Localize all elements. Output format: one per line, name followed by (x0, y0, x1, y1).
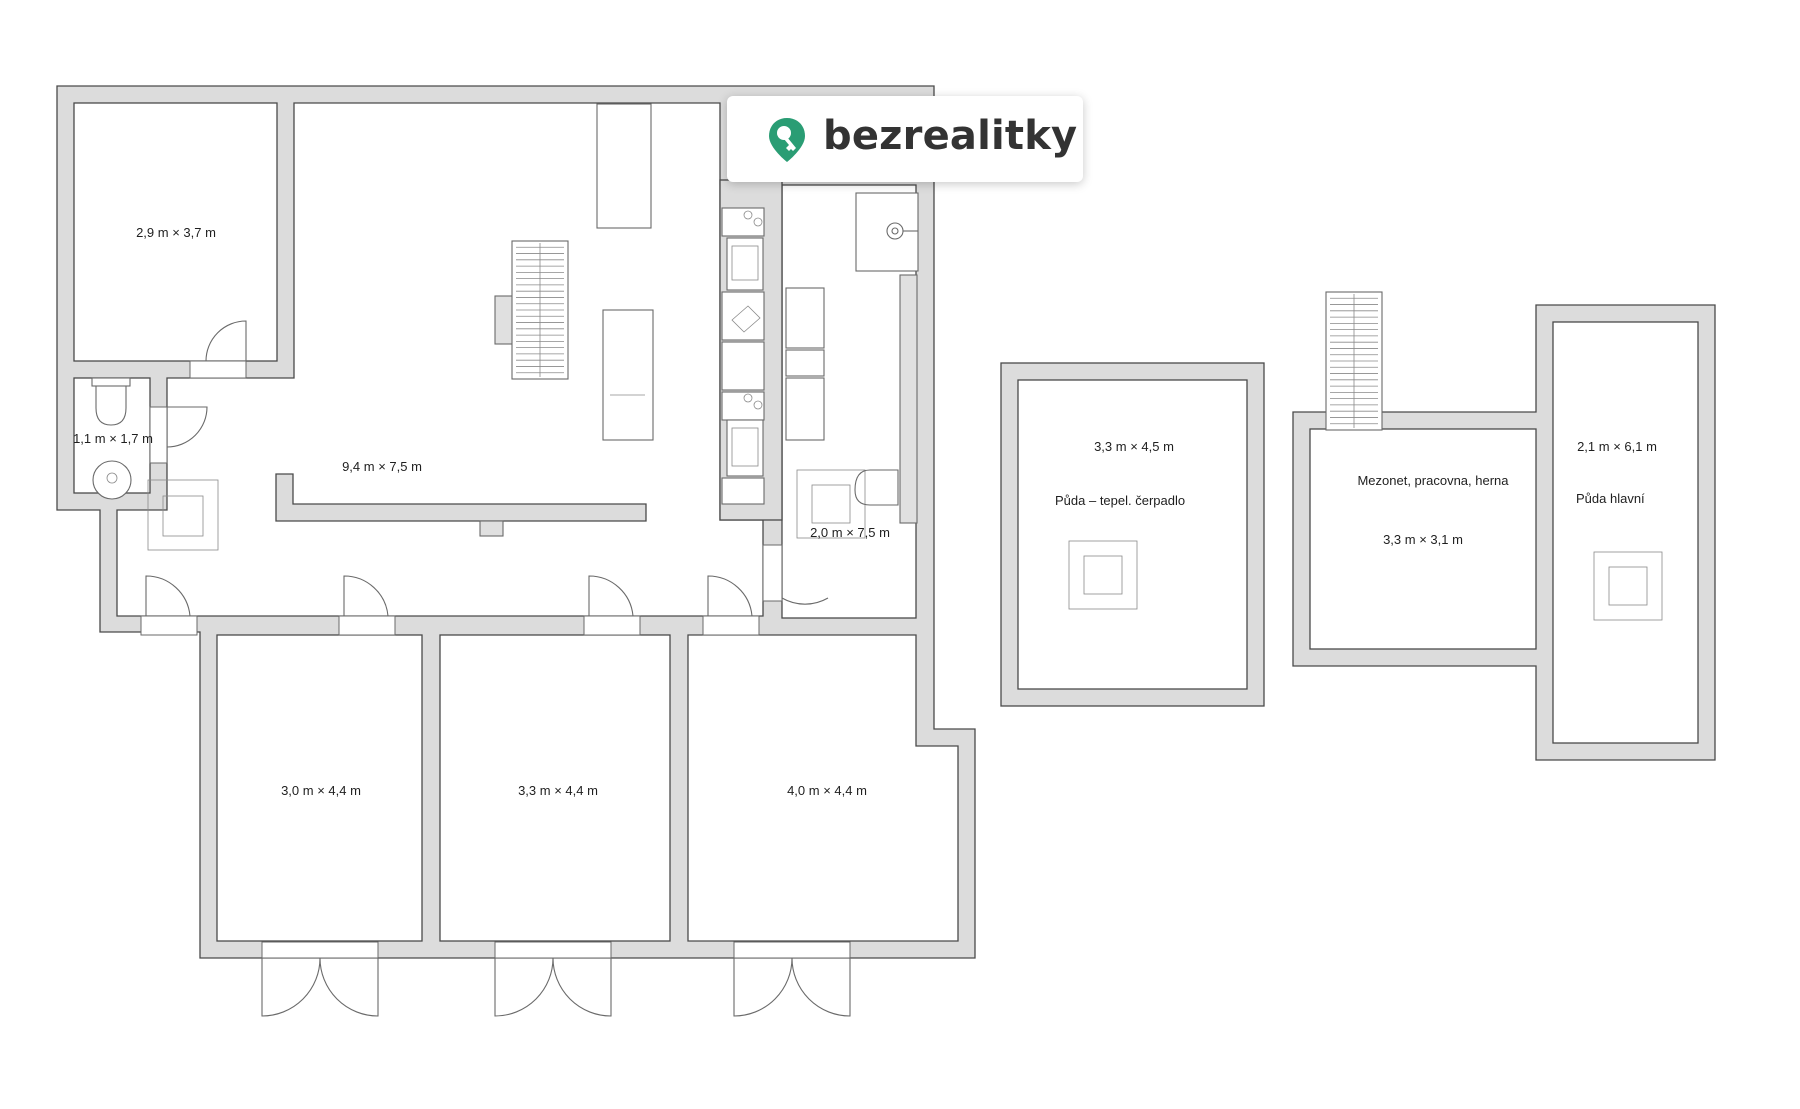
wc-basin (92, 460, 132, 500)
room-bedroom-3 (687, 634, 959, 942)
sink-2 (726, 419, 764, 477)
label-living-kitchen: 9,4 m × 7,5 m (342, 459, 422, 474)
hall-basin (854, 469, 899, 506)
door-room-top-left (189, 320, 247, 379)
dryer (785, 377, 825, 441)
label-mezzanine-size: 3,3 m × 3,1 m (1383, 532, 1463, 547)
label-bedroom-3: 4,0 m × 4,4 m (787, 783, 867, 798)
attic-main-box (1593, 551, 1663, 621)
fridge (602, 309, 654, 441)
label-attic-heatpump-size: 3,3 m × 4,5 m (1094, 439, 1174, 454)
door-wc (149, 406, 208, 464)
door-hall (762, 544, 829, 605)
cabinet-2 (721, 291, 765, 341)
label-attic-heatpump-name: Půda – tepel. čerpadlo (1055, 493, 1185, 508)
brand-logo-card: bezrealitky (727, 96, 1083, 182)
wc-toilet (95, 382, 127, 426)
room-attic-heatpump (1017, 379, 1248, 690)
map-pin-key-icon (769, 118, 805, 162)
door-bedroom-3-left (583, 575, 641, 636)
hob (721, 391, 765, 421)
room-bedroom-2 (439, 634, 671, 942)
hall-radiator (899, 274, 918, 524)
label-bedroom-1: 3,0 m × 4,4 m (281, 783, 361, 798)
label-attic-main-name: Půda hlavní (1576, 491, 1645, 506)
door-bedroom-3-right (702, 575, 760, 636)
washing-machine (785, 287, 825, 349)
cabinet-1 (721, 207, 765, 237)
sink-1 (726, 237, 764, 291)
counter-post (479, 520, 504, 537)
room-top-left (73, 102, 278, 362)
label-wc: 1,1 m × 1,7 m (73, 431, 153, 446)
room-attic-main (1552, 321, 1699, 744)
label-bedroom-2: 3,3 m × 4,4 m (518, 783, 598, 798)
living-floor-box (147, 479, 219, 551)
bar-counter (275, 473, 647, 522)
door-bedroom-2 (338, 575, 396, 636)
attic-heatpump-box (1068, 540, 1138, 610)
brand-logo-text: bezrealitky (823, 113, 1078, 159)
label-room-top-left: 2,9 m × 3,7 m (136, 225, 216, 240)
stair-landing (494, 295, 514, 345)
door-bedroom-1 (140, 575, 198, 636)
cabinet-3 (721, 341, 765, 391)
room-bedroom-1 (216, 634, 423, 942)
french-door-2 (494, 941, 612, 1017)
french-door-3 (733, 941, 851, 1017)
appliance-spacer (785, 349, 825, 377)
wall-cabinet (596, 103, 652, 229)
staircase-mezzanine-treads (1330, 294, 1378, 428)
french-door-1 (261, 941, 379, 1017)
room-mezzanine (1309, 428, 1537, 650)
label-hall: 2,0 m × 7,5 m (810, 525, 890, 540)
label-mezzanine-name: Mezonet, pracovna, herna (1357, 473, 1509, 488)
label-attic-main-size: 2,1 m × 6,1 m (1577, 439, 1657, 454)
cabinet-4 (721, 477, 765, 505)
